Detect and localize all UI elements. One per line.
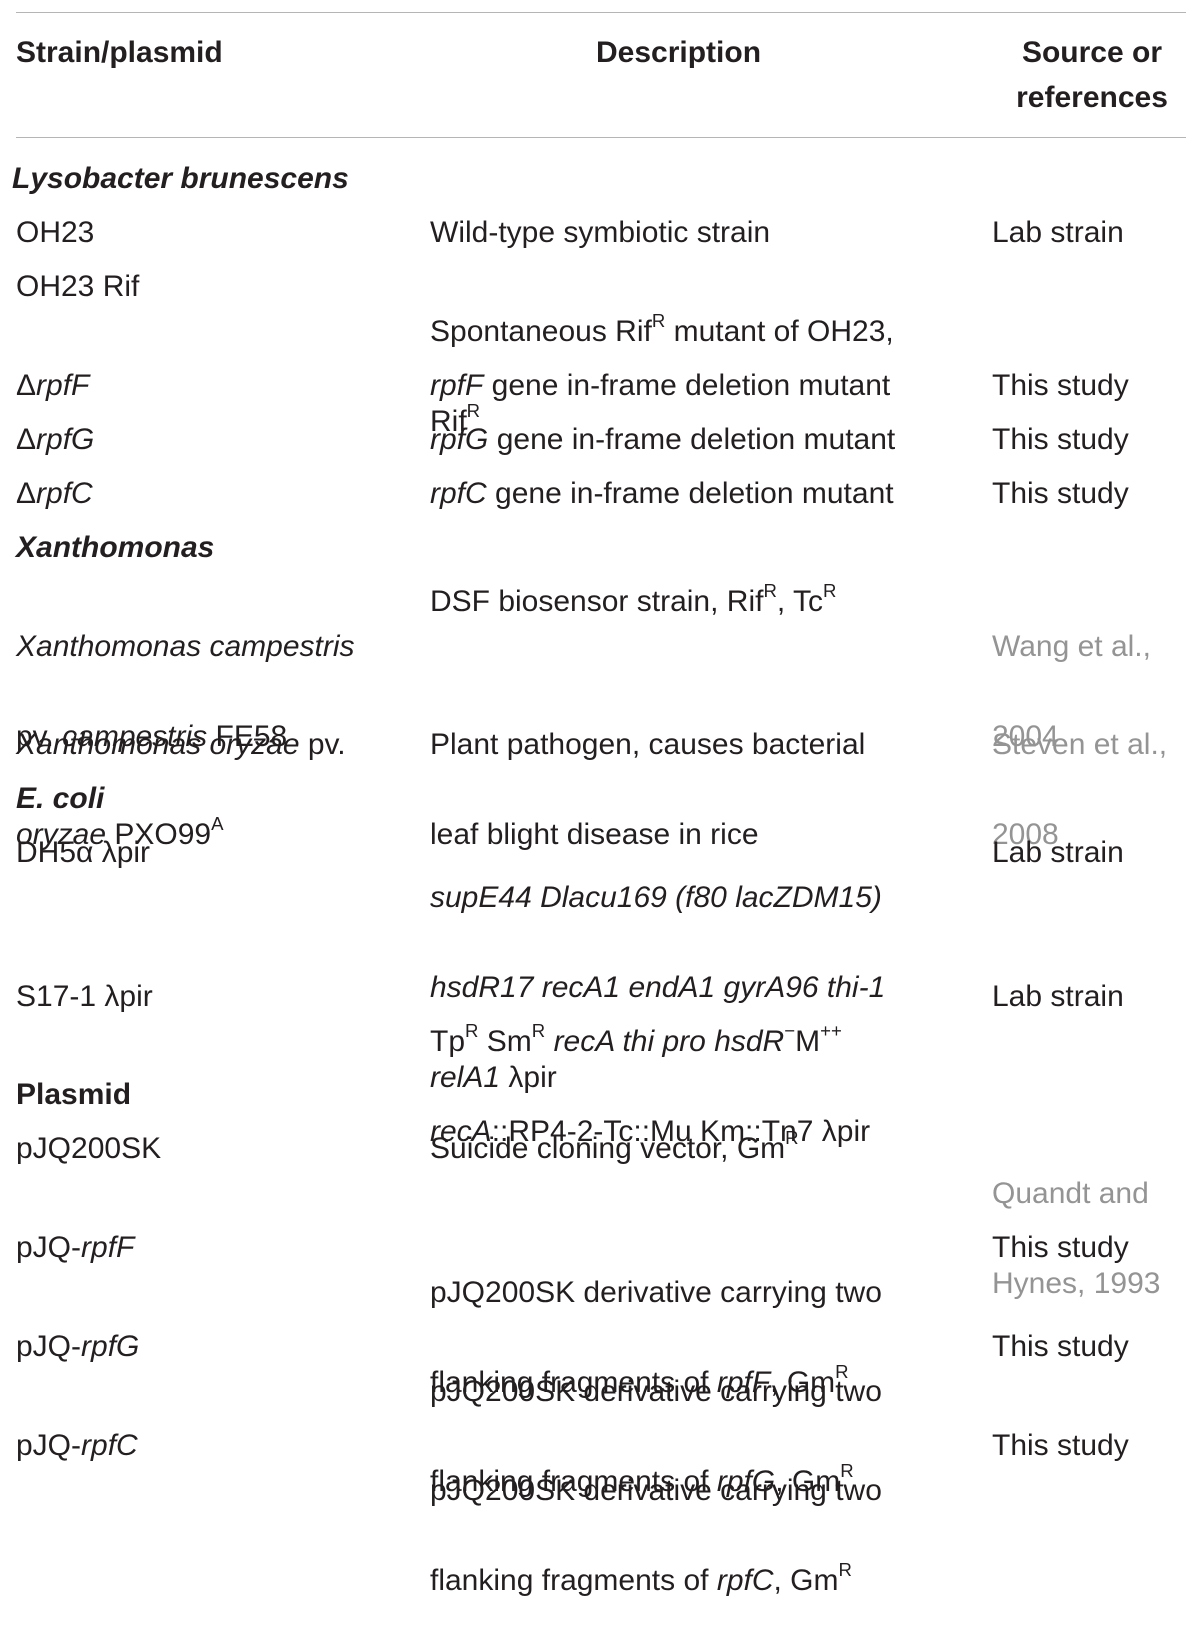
reference-link[interactable]: Steven et al., 2008 <box>992 728 1168 851</box>
reference-link[interactable]: Quandt and Hynes, 1993 <box>992 1177 1161 1300</box>
section-lysobacter: Lysobacter brunescens <box>12 162 349 195</box>
reference-link[interactable]: Wang et al., 2004 <box>992 630 1151 753</box>
header-rule <box>16 137 1186 138</box>
top-rule <box>16 12 1186 13</box>
section-plasmid: Plasmid <box>16 1078 132 1111</box>
header-description: Description <box>596 36 762 69</box>
header-source: Source or references <box>1016 36 1168 114</box>
header-strain-plasmid: Strain/plasmid <box>16 36 223 69</box>
section-ecoli: E. coli <box>16 782 105 815</box>
section-xanthomonas: Xanthomonas <box>16 531 215 564</box>
